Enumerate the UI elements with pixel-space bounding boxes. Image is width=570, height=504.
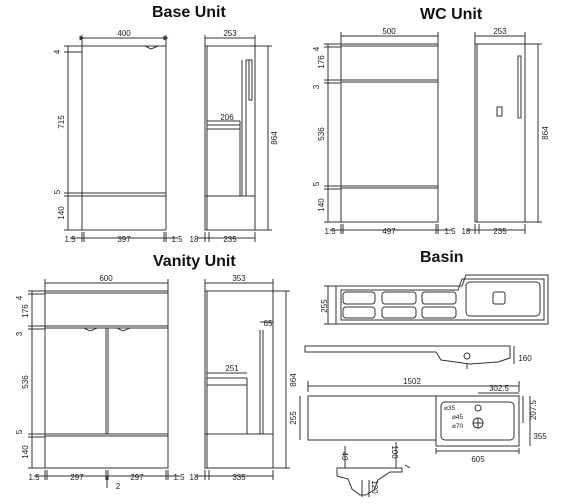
- base-bottom-mid: 397: [117, 235, 131, 244]
- vanity-width-label: 600: [99, 274, 113, 283]
- waste-dim-120: 120: [370, 480, 379, 494]
- basin-profile: [304, 345, 515, 369]
- vanity-gap-2: 2: [116, 482, 121, 491]
- vanity-side-335: 335: [232, 473, 246, 482]
- dimension-labels: 400 253 4 715 5 140 206 864 1.5 397 1.5 …: [15, 27, 550, 494]
- basin-dim-605: 605: [471, 455, 485, 464]
- base-dim-715: 715: [57, 115, 66, 129]
- base-dim-4: 4: [53, 49, 62, 54]
- vanity-dim-5: 5: [15, 429, 24, 434]
- vanity-bottom-297b: 297: [130, 473, 144, 482]
- vanity-dim-536: 536: [21, 375, 30, 389]
- wc-side-235: 235: [493, 227, 507, 236]
- wc-height-864: 864: [541, 126, 550, 140]
- wc-unit-side: [466, 32, 542, 234]
- base-unit-side: [197, 35, 272, 242]
- vanity-dim-140: 140: [21, 445, 30, 459]
- wc-unit-front: [324, 32, 452, 234]
- vanity-dim-3: 3: [15, 331, 24, 336]
- vanity-inner-251: 251: [225, 364, 239, 373]
- basin-dim-207-5: 207.5: [529, 399, 538, 420]
- base-bottom-right: 1.5: [171, 235, 183, 244]
- base-width-label: 400: [117, 29, 131, 38]
- basin-dim-302-5: 302.5: [489, 384, 510, 393]
- vanity-side-18: 18: [190, 473, 199, 482]
- base-inner-206: 206: [220, 113, 234, 122]
- basin-plan: [324, 274, 549, 325]
- basin-front: [299, 381, 531, 454]
- basin-dim-160: 160: [518, 354, 532, 363]
- waste-dim-100: 100: [390, 445, 399, 459]
- wc-depth-label: 253: [493, 27, 507, 36]
- vanity-height-864: 864: [289, 373, 298, 387]
- waste-dim-40: 40: [340, 452, 349, 461]
- base-dim-5: 5: [53, 189, 62, 194]
- base-side-235: 235: [223, 235, 237, 244]
- base-dim-140: 140: [57, 206, 66, 220]
- wc-width-label: 500: [382, 27, 396, 36]
- wc-dim-536: 536: [317, 127, 326, 141]
- wc-dim-4: 4: [312, 46, 321, 51]
- vanity-bottom-297a: 297: [70, 473, 84, 482]
- basin-title: Basin: [420, 249, 464, 266]
- basin-dim-1502: 1502: [403, 377, 421, 386]
- wc-dim-176: 176: [317, 55, 326, 69]
- wc-bottom-left: 1.5: [324, 227, 336, 236]
- base-depth-label: 253: [223, 29, 237, 38]
- vanity-unit-front: [28, 279, 180, 488]
- vanity-depth-label: 353: [232, 274, 246, 283]
- base-height-864: 864: [270, 131, 279, 145]
- basin-hole-35: ⌀35: [444, 405, 456, 412]
- wc-dim-140: 140: [317, 198, 326, 212]
- wc-dim-5: 5: [312, 181, 321, 186]
- basin-hole-45: ⌀45: [452, 414, 464, 421]
- vanity-inner-65: 65: [264, 319, 273, 328]
- vanity-bottom-right: 1.5: [173, 473, 185, 482]
- waste-detail: [336, 442, 411, 497]
- basin-front-255: 255: [289, 411, 298, 425]
- wc-unit-title: WC Unit: [420, 6, 483, 23]
- vanity-unit-title: Vanity Unit: [153, 253, 236, 270]
- wc-bottom-mid: 497: [382, 227, 396, 236]
- basin-dim-355: 355: [533, 432, 547, 441]
- basin-hole-70: ⌀70: [452, 423, 464, 430]
- vanity-dim-176: 176: [21, 304, 30, 318]
- wc-side-18: 18: [462, 227, 471, 236]
- base-unit-front: [64, 35, 178, 242]
- base-unit-title: Base Unit: [152, 4, 226, 21]
- base-bottom-left: 1.5: [64, 235, 76, 244]
- wc-dim-3: 3: [312, 84, 321, 89]
- vanity-bottom-left: 1.5: [28, 473, 40, 482]
- base-side-18: 18: [190, 235, 199, 244]
- wc-bottom-right: 1.5: [444, 227, 456, 236]
- vanity-unit-side: [196, 279, 290, 480]
- basin-top-255: 255: [320, 299, 329, 313]
- vanity-dim-4: 4: [15, 295, 24, 300]
